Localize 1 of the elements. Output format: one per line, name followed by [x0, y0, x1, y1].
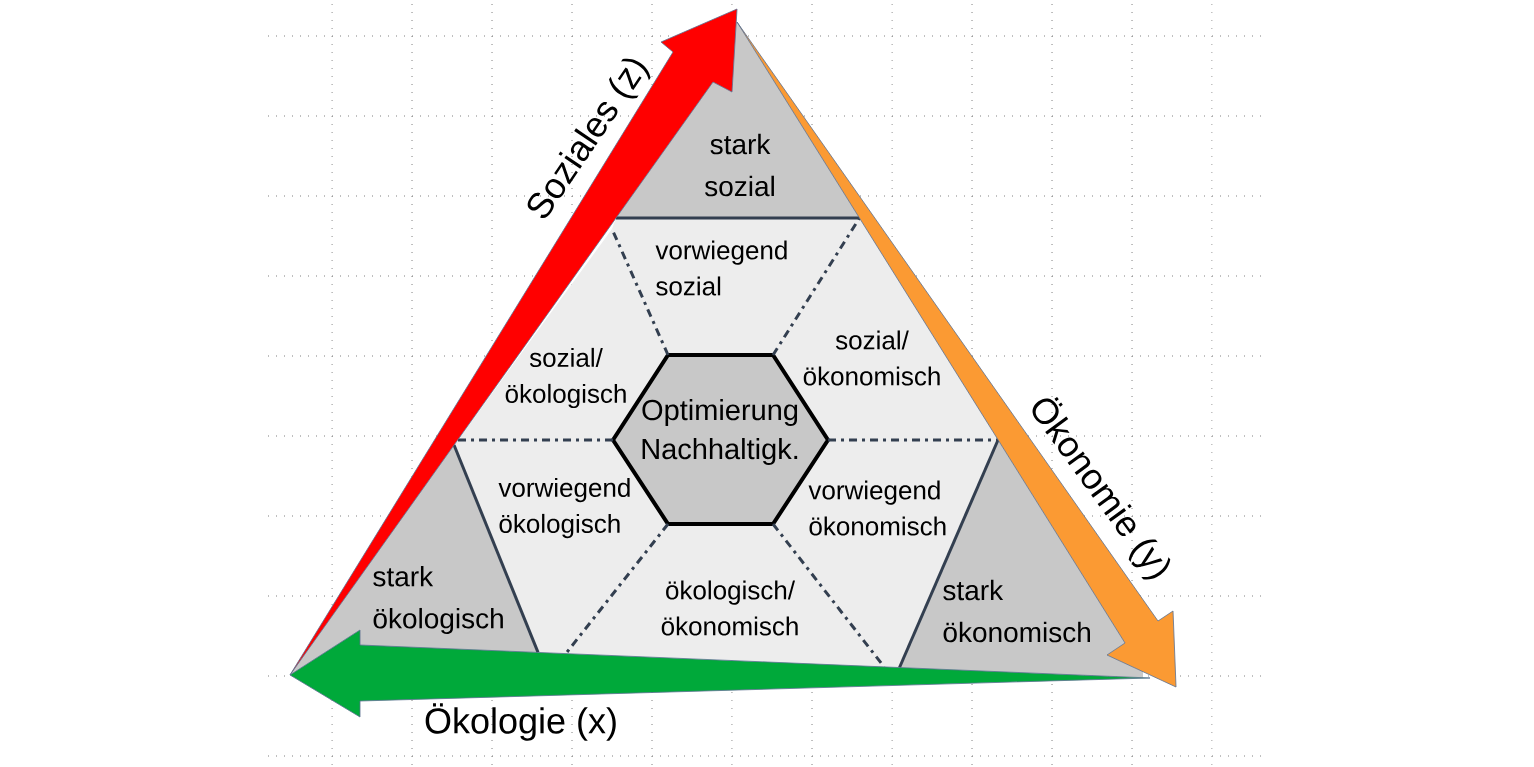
axis-label: Ökologie (x)	[425, 703, 616, 741]
